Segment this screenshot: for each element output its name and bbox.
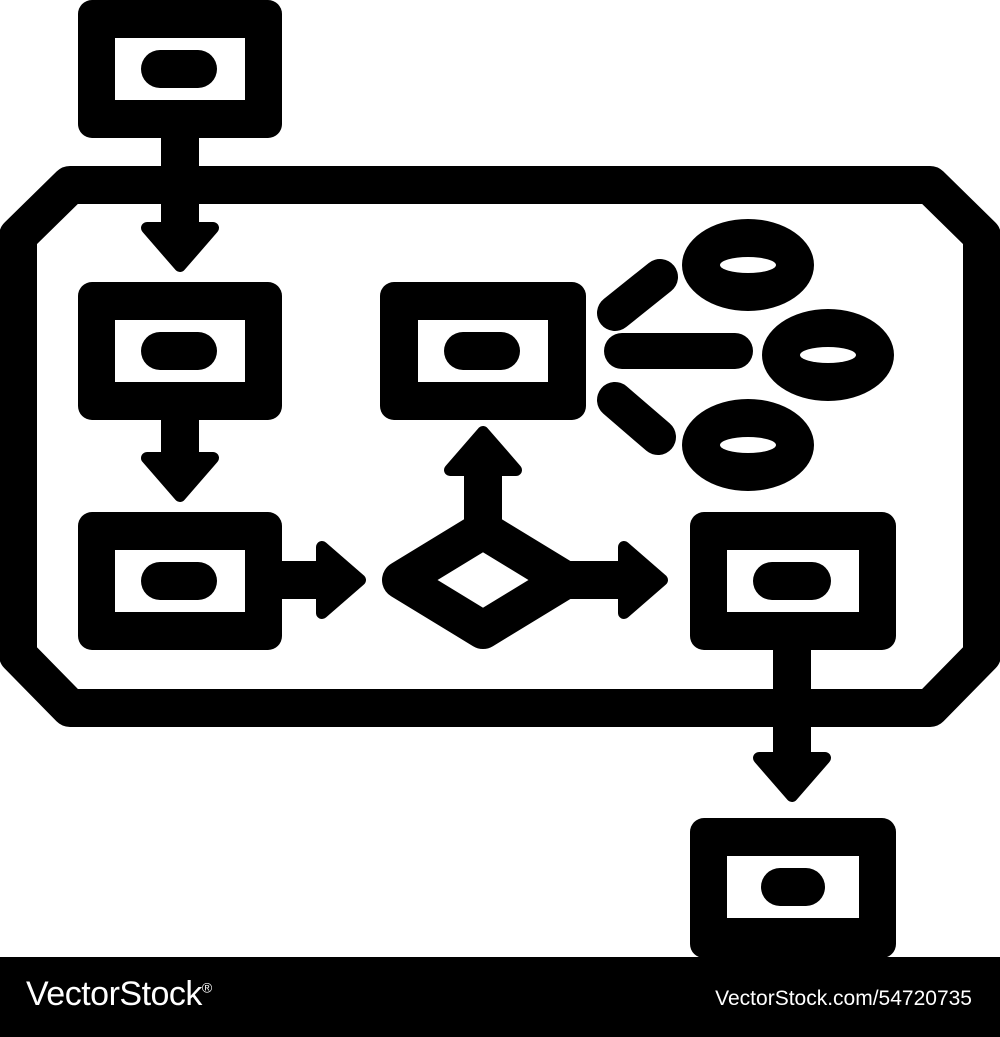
asset-id: VectorStock.com/54720735 [715,987,972,1010]
input-process-node [78,0,282,138]
brand-name: VectorStock [26,975,202,1013]
branch-connectors [597,259,753,455]
brand-registered-mark: ® [201,979,212,996]
arrow-step2-to-decision [274,541,366,619]
connector-to-option-1 [597,259,678,331]
output-option-1-node [682,219,814,311]
connector-to-option-3 [597,382,676,455]
arrow-input-to-step1 [141,130,219,272]
output-option-2-node [762,309,894,401]
final-output-node [690,818,896,958]
brand-logo: VectorStock® [26,975,212,1014]
system-boundary-frame [0,166,1000,727]
process-step-2-node [78,512,282,650]
process-step-1-node [78,282,282,420]
arrow-step1-to-step2 [141,412,219,502]
decision-diamond [382,511,584,649]
arrow-result-to-final [753,640,831,802]
branch-process-node [380,282,586,420]
arrow-decision-to-branch [444,426,522,538]
result-process-node [690,512,896,650]
watermark-footer: VectorStock® VectorStock.com/54720735 [0,957,1000,1037]
arrow-decision-to-result [556,541,668,619]
output-option-3-node [682,399,814,491]
